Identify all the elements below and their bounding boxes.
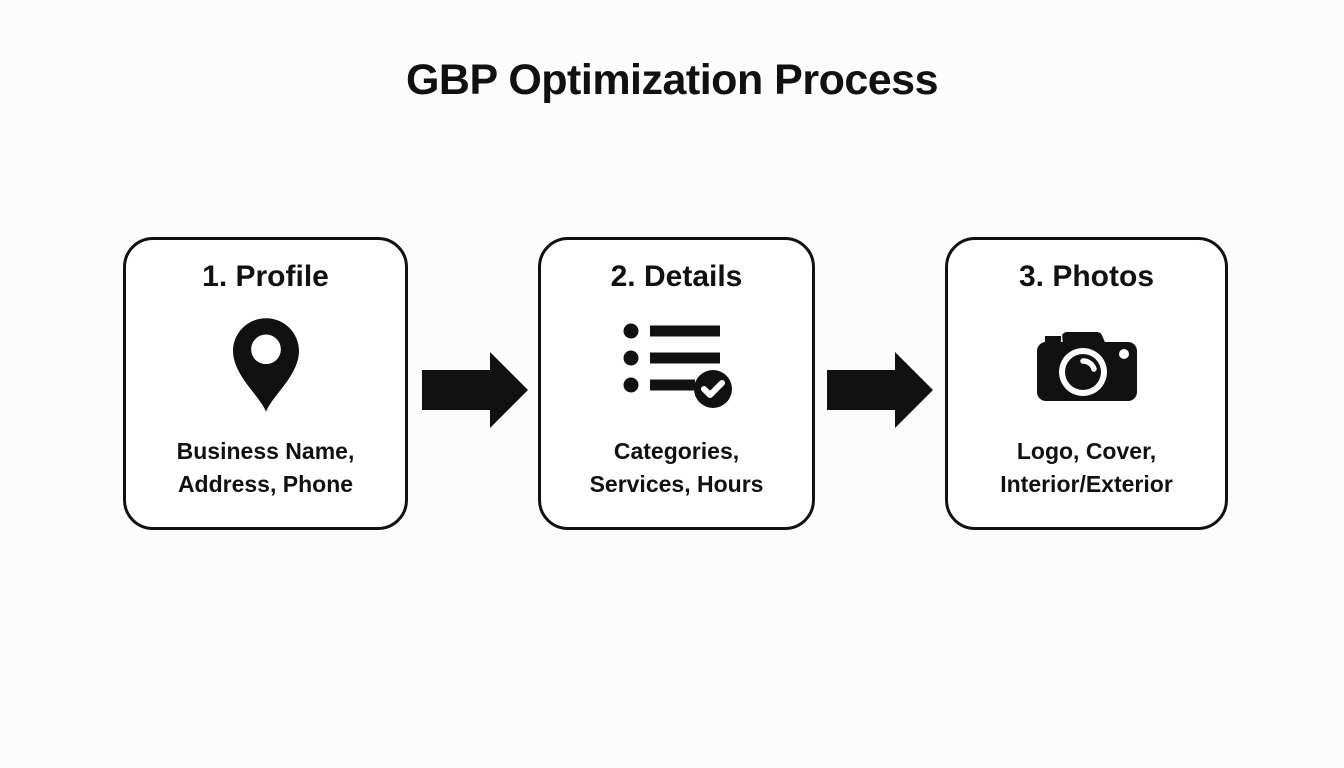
step-heading: 2. Details <box>610 260 743 293</box>
right-arrow-icon <box>827 352 933 428</box>
right-arrow-icon <box>422 352 528 428</box>
caption-line: Categories, <box>613 438 740 464</box>
step-caption: Logo, Cover, Interior/Exterior <box>1000 435 1173 501</box>
step-heading: 3. Photos <box>1018 260 1154 293</box>
location-pin-icon <box>232 294 299 435</box>
checklist-icon <box>621 294 733 435</box>
step-box-profile: 1. Profile Business Name, Address, Phone <box>123 237 408 530</box>
step-caption: Categories, Services, Hours <box>590 435 764 501</box>
step-box-photos: 3. Photos Logo, Cover, Interior/Exterior <box>945 237 1228 530</box>
caption-line: Logo, Cover, <box>1016 438 1157 464</box>
step-heading: 1. Profile <box>202 260 329 293</box>
page-title: GBP Optimization Process <box>405 56 939 104</box>
caption-line: Business Name, <box>176 438 355 464</box>
caption-line: Address, Phone <box>177 471 354 497</box>
step-caption: Business Name, Address, Phone <box>177 435 355 501</box>
step-box-details: 2. Details Categories, Services, Hours <box>538 237 815 530</box>
caption-line: Services, Hours <box>589 471 764 497</box>
caption-line: Interior/Exterior <box>1000 471 1173 497</box>
camera-icon <box>1036 294 1137 435</box>
